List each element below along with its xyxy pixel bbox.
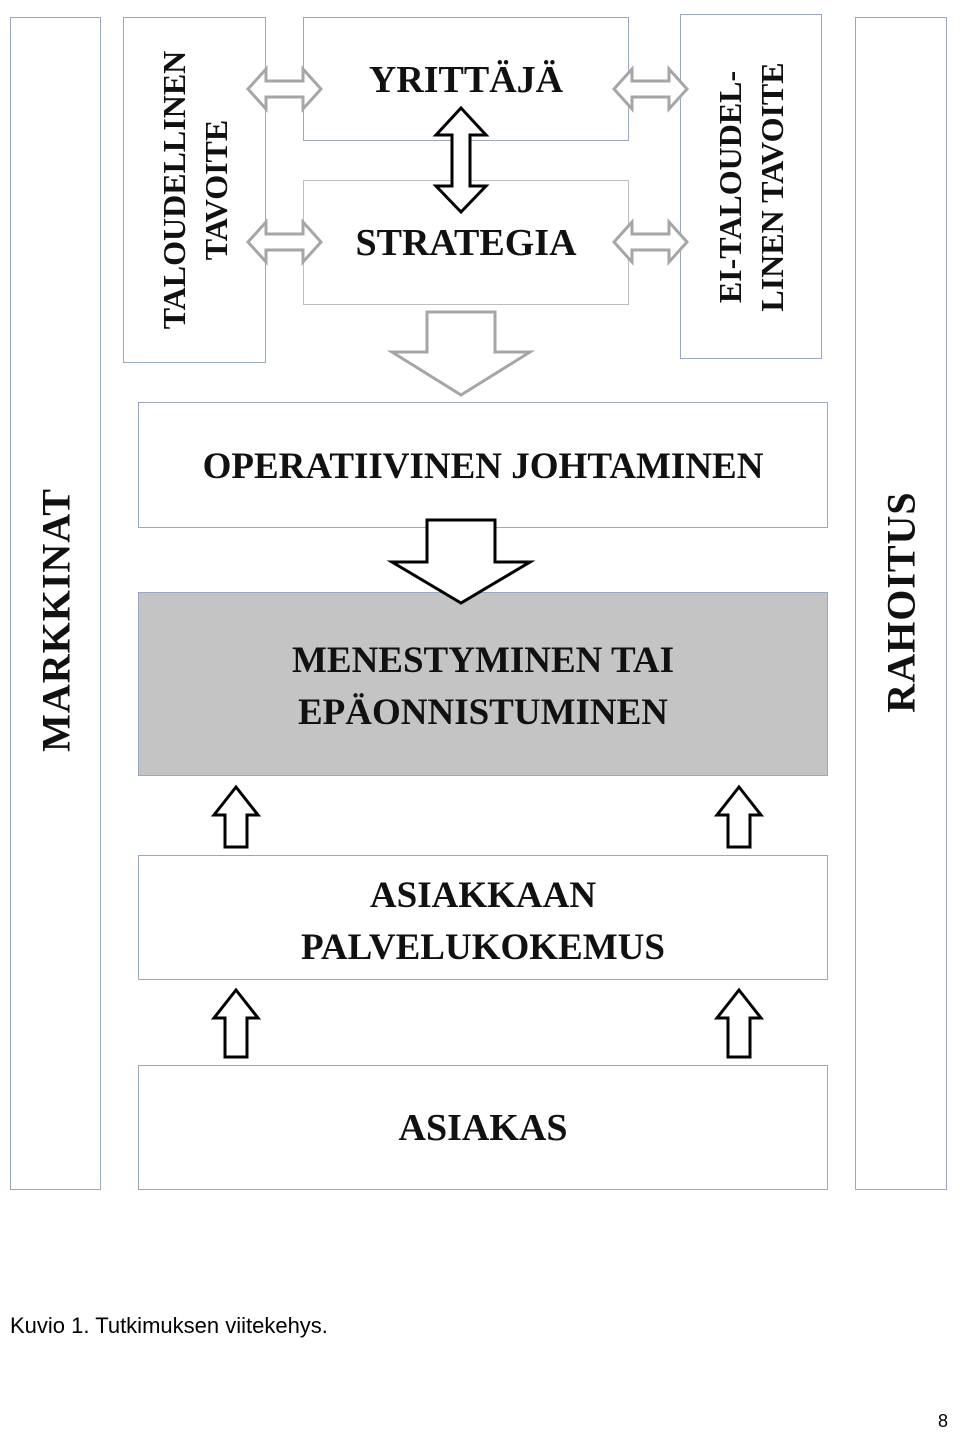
non-economic-goal-box: EI-TALOUDEL- LINEN TAVOITE <box>680 14 822 359</box>
double-arrow-economic-strategy <box>245 218 324 266</box>
customer-service-experience-box: ASIAKKAAN PALVELUKOKEMUS <box>138 855 828 980</box>
double-arrow-entrepreneur-strategy <box>432 105 490 215</box>
page-number: 8 <box>938 1411 949 1431</box>
success-or-failure-box: MENESTYMINEN TAI EPÄONNISTUMINEN <box>138 592 828 776</box>
markets-column: MARKKINAT <box>10 17 101 1190</box>
operational-management-box: OPERATIIVINEN JOHTAMINEN <box>138 402 828 528</box>
down-arrow-strategy-to-operations <box>386 310 536 397</box>
success-line1: MENESTYMINEN TAI <box>291 640 675 681</box>
up-arrow-customer-to-service-left <box>210 987 262 1059</box>
entrepreneur-label: YRITTÄJÄ <box>368 59 564 101</box>
entrepreneur-box: YRITTÄJÄ <box>303 17 629 141</box>
strategy-box: STRATEGIA <box>303 180 629 305</box>
up-arrow-service-to-success-right <box>713 784 765 849</box>
success-line2: EPÄONNISTUMINEN <box>297 692 669 733</box>
down-arrow-operations-to-success <box>386 518 536 605</box>
figure-caption: Kuvio 1. Tutkimuksen viitekehys. <box>10 1313 328 1338</box>
customer-service-experience-label: ASIAKKAAN PALVELUKOKEMUS <box>139 870 827 974</box>
up-arrow-service-to-success-left <box>210 784 262 849</box>
double-arrow-economic-entrepreneur <box>245 65 324 113</box>
customer-box: ASIAKAS <box>138 1065 828 1190</box>
double-arrow-strategy-noneconomic <box>611 218 690 266</box>
financing-column: RAHOITUS <box>855 17 947 1190</box>
customer-label: ASIAKAS <box>398 1107 568 1149</box>
strategy-label: STRATEGIA <box>355 222 577 264</box>
double-arrow-entrepreneur-noneconomic <box>611 65 690 113</box>
operational-management-label: OPERATIIVINEN JOHTAMINEN <box>202 446 764 487</box>
service-line2: PALVELUKOKEMUS <box>301 927 665 968</box>
economic-goal-box: TALOUDELLINEN TAVOITE <box>123 17 266 363</box>
success-or-failure-label: MENESTYMINEN TAI EPÄONNISTUMINEN <box>139 635 827 739</box>
up-arrow-customer-to-service-right <box>713 987 765 1059</box>
service-line1: ASIAKKAAN <box>369 875 597 916</box>
